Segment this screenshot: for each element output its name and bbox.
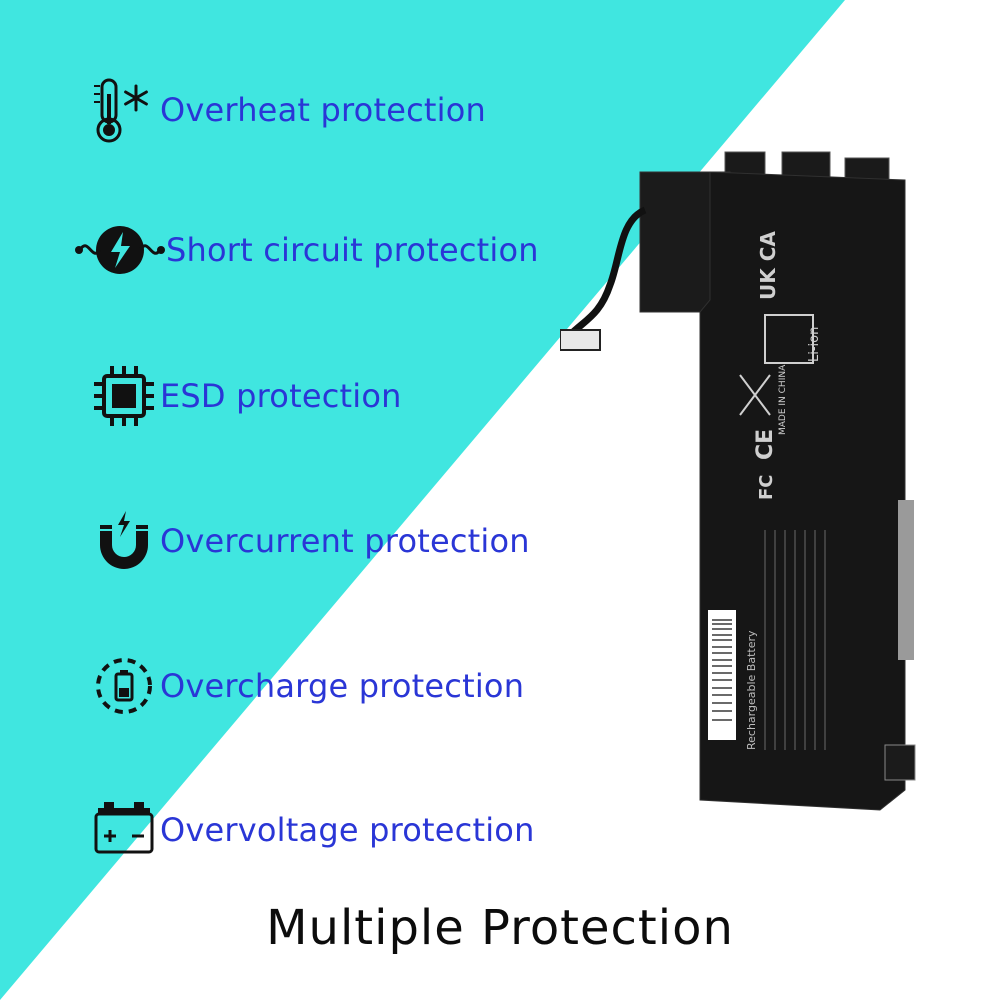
car-battery-icon [88,794,160,866]
battery-cable [567,206,647,338]
feature-esd: ESD protection [88,360,402,432]
feature-short-circuit-label: Short circuit protection [166,231,539,269]
feature-overheat: Overheat protection [88,74,486,146]
feature-overvoltage: Overvoltage protection [88,794,535,866]
feature-overvoltage-label: Overvoltage protection [160,811,535,849]
weee-bin-icon [739,374,771,416]
thermometer-snowflake-icon [88,74,160,146]
rechargeable-battery-text: Rechargeable Battery [745,630,758,750]
chip-icon [88,360,160,432]
li-ion-label-box [764,314,814,364]
barcode-sticker [708,610,736,740]
feature-overcurrent: Overcurrent protection [88,505,530,577]
feature-esd-label: ESD protection [160,377,402,415]
feature-overcurrent-label: Overcurrent protection [160,522,530,560]
battery-clip-1 [898,500,914,660]
battery-body [699,171,906,811]
lightning-circuit-icon [74,214,166,286]
li-ion-mark: Li-ion [807,327,822,362]
fine-print [764,530,826,750]
magnet-bolt-icon [88,505,160,577]
battery-image: UK CA Li-ion MADE IN CHINA CE FC Recharg… [560,151,916,811]
fc-mark: FC [756,474,777,500]
battery-connector [560,329,601,351]
battery-clip-2 [884,744,916,781]
background-cyan-panel [0,0,845,1000]
barcode-lines [712,619,732,721]
page-title: Multiple Protection [266,900,734,956]
feature-overheat-label: Overheat protection [160,91,486,129]
made-in-mark: MADE IN CHINA [778,364,788,435]
ce-mark: CE [753,429,778,460]
feature-short-circuit: Short circuit protection [74,214,539,286]
feature-overcharge: Overcharge protection [88,650,524,722]
feature-overcharge-label: Overcharge protection [160,667,525,705]
ukca-mark: UK CA [756,231,780,300]
battery-cycle-icon [88,650,160,722]
